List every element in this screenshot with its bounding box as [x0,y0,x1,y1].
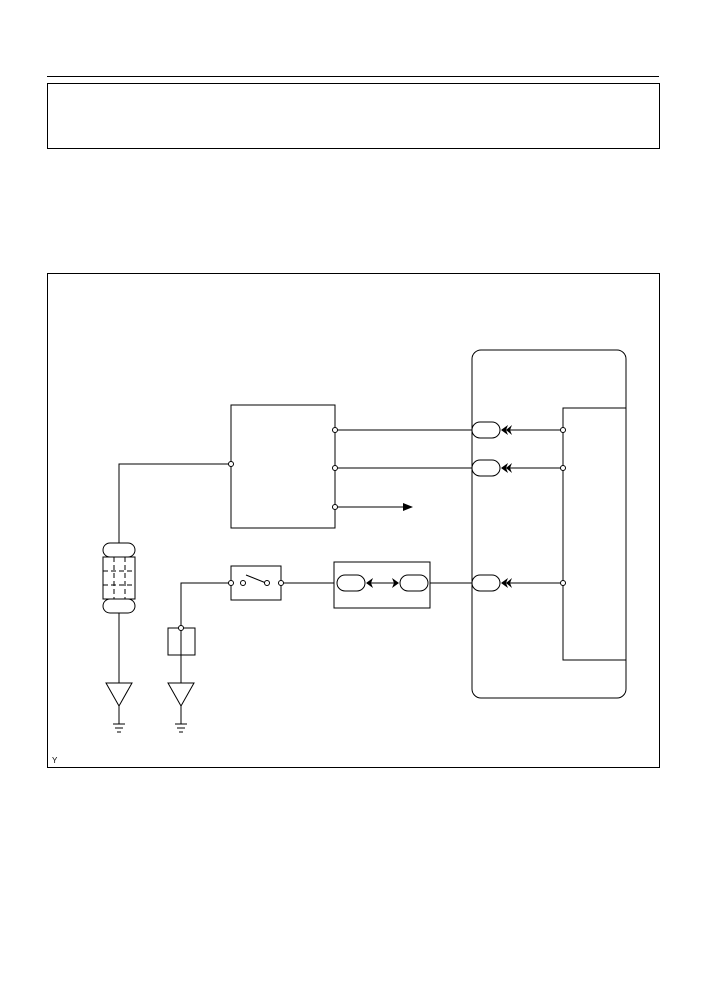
junction-connector-bottom [102,598,136,614]
module-right-outline [471,349,627,699]
switch-blade [245,574,267,584]
diagram-corner-mark: Y [52,756,58,765]
wiring-diagram-frame: Y [47,273,660,768]
ground-symbol-left [105,682,133,708]
terminal-module-3 [560,580,566,586]
terminal-ecu-left [228,461,234,467]
junction-marker-left [366,578,373,588]
junction-plug-right [399,574,429,592]
junction-connector-top [102,542,136,558]
terminal-ecu-1 [332,427,338,433]
terminal-splice [178,625,184,631]
module-right-inner-bracket [562,407,626,661]
terminal-switch-blade-contact [264,580,270,586]
junction-marker-right [392,578,399,588]
terminal-marker-3 [501,578,512,588]
terminal-switch-right [278,580,284,586]
switch-box [230,565,282,601]
terminal-module-2 [560,465,566,471]
terminal-module-1 [560,427,566,433]
wire-left-feed [118,463,231,543]
terminal-switch-blade-pivot [240,580,246,586]
title-box [47,83,660,149]
connector-2 [471,459,501,477]
terminal-marker-1 [501,425,512,435]
terminal-ecu-3 [332,504,338,510]
terminal-switch-left [228,580,234,586]
header-rule [47,76,659,77]
connector-1 [471,421,501,439]
ground-symbol-middle [167,682,195,708]
terminal-marker-2 [501,463,512,473]
junction-plug-left [336,574,366,592]
wire-switch-to-ground [180,582,231,628]
ecu-box [230,404,336,529]
connector-3 [471,574,501,592]
junction-connector-block [333,561,431,609]
terminal-ecu-2 [332,465,338,471]
junction-connector-body [102,556,136,600]
